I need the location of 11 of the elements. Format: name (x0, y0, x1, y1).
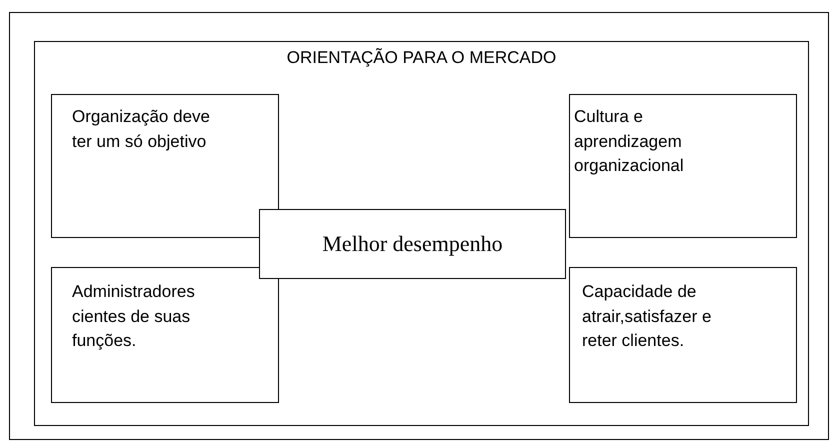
text-box (569, 94, 797, 238)
text-box (51, 94, 279, 238)
text-box (569, 267, 797, 403)
box-text: Organização deve ter um só objetivo (72, 106, 211, 153)
box-text: Administradores cientes de suas funções. (72, 281, 196, 352)
panel-title: ORIENTAÇÃO PARA O MERCADO (286, 48, 558, 68)
box-text: Melhor desempenho (322, 230, 503, 258)
box-text: Capacidade de atrair,satisfazer e reter clientes. (582, 281, 712, 352)
text-box (51, 267, 279, 403)
box-text: Cultura e aprendizagem organizacional (574, 106, 685, 178)
text-box (259, 209, 566, 279)
